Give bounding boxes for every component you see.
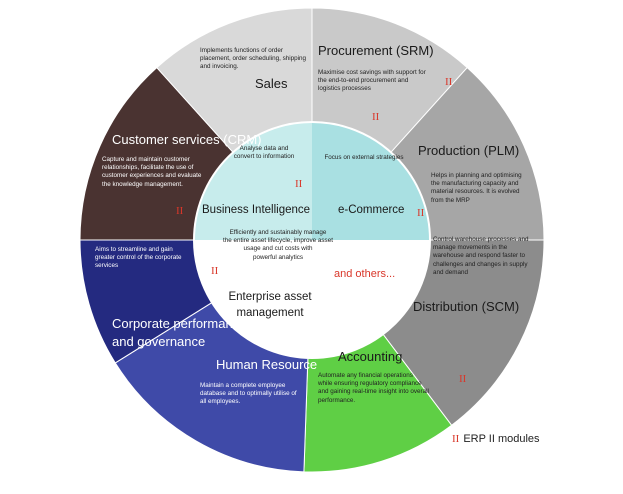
procurement-desc: Maximise cost savings with support for t… xyxy=(318,69,426,94)
corporate-title-line-2: and governance xyxy=(112,333,206,349)
human-resource-desc-line-3: all employees. xyxy=(200,398,241,406)
erp-ii-marker-ecommerce: II xyxy=(417,207,425,219)
customer-desc: Capture and maintain customer relationsh… xyxy=(102,156,201,189)
erp-ii-marker-distribution: II xyxy=(459,373,467,385)
erp-ii-marker-procurement: II xyxy=(445,76,453,88)
accounting-desc-line-4: performance. xyxy=(318,396,356,404)
legend-symbol: II xyxy=(452,433,460,445)
production-desc-line-3: material resources. It is evolved xyxy=(431,188,520,196)
production-desc: Helps in planning and optimising the man… xyxy=(431,172,522,205)
corporate-title-line-1: Corporate performance xyxy=(112,316,247,331)
sales-desc-line-1: Implements functions of order xyxy=(200,47,283,54)
corporate-desc: Aims to streamline and gain greater cont… xyxy=(95,246,181,271)
distribution-desc: Control warehouse processes and manage m… xyxy=(433,236,529,277)
production-desc-line-2: the manufacturing capacity and xyxy=(431,180,519,188)
legend-label: ERP II modules xyxy=(463,433,540,445)
corporate-desc-line-3: services xyxy=(95,262,119,270)
ecommerce-desc-line-1: Focus on external strategies xyxy=(324,154,404,161)
corporate-title: Corporate performance and governance xyxy=(112,316,247,350)
production-title: Production (PLM) xyxy=(418,143,520,158)
corporate-desc-line-1: Aims to streamline and gain xyxy=(95,246,173,253)
accounting-desc-line-2: while ensuring regulatory compliance xyxy=(318,380,422,388)
distribution-desc-line-5: and demand xyxy=(433,268,469,276)
erp-ii-marker-customer: II xyxy=(176,205,184,217)
production-desc-line-1: Helps in planning and optimising xyxy=(431,172,522,179)
eam-title-line-2: management xyxy=(236,307,304,320)
bi-title: Business Intelligence xyxy=(202,204,311,216)
eam-desc-line-1: Efficiently and sustainably manage xyxy=(229,229,327,236)
distribution-desc-line-4: challenges and changes in supply xyxy=(433,260,528,268)
others-label: and others... xyxy=(334,268,396,280)
accounting-desc-line-3: and gaining real-time insight into overa… xyxy=(318,388,429,396)
eam-desc: Efficiently and sustainably manage the e… xyxy=(213,229,343,262)
customer-desc-line-2: relationships, facilitate the use of xyxy=(102,164,194,172)
customer-title: Customer services (CRM) xyxy=(112,132,262,147)
procurement-desc-line-3: logistics processes xyxy=(318,85,371,93)
eam-desc-line-2: the entire asset lifecycle, improve asse… xyxy=(223,237,333,245)
human-resource-desc-line-1: Maintain a complete employee xyxy=(200,382,286,389)
ecommerce-quadrant xyxy=(312,122,430,240)
distribution-title: Distribution (SCM) xyxy=(413,299,520,314)
eam-desc-line-4: powerful analytics xyxy=(252,253,304,261)
production-desc-line-4: from the MRP xyxy=(431,196,470,204)
eam-title-line-1: Enterprise asset xyxy=(228,291,312,303)
sales-title: Sales xyxy=(255,76,288,91)
inner-ring xyxy=(193,121,431,359)
eam-quadrant xyxy=(194,240,312,358)
sales-desc-line-2: placement, order scheduling, shipping xyxy=(200,55,307,63)
bi-desc: Analyse data and convert to information xyxy=(220,145,308,161)
customer-desc-line-1: Capture and maintain customer xyxy=(102,156,190,163)
customer-desc-line-3: customer experiences and evaluate xyxy=(102,172,202,180)
human-resource-desc-line-2: database and to optimally utilise of xyxy=(200,390,297,398)
bi-desc-line-1: Analyse data and xyxy=(239,145,289,152)
procurement-title: Procurement (SRM) xyxy=(318,43,434,58)
customer-desc-line-4: the knowledge management. xyxy=(102,180,183,188)
distribution-desc-line-1: Control warehouse processes and xyxy=(433,236,529,243)
erp-ii-marker-production: II xyxy=(372,111,380,123)
others-quadrant xyxy=(312,240,430,358)
corporate-desc-line-2: greater control of the corporate xyxy=(95,254,182,262)
accounting-title: Accounting xyxy=(338,349,403,364)
bi-desc-line-2: convert to information xyxy=(233,153,295,161)
ecommerce-desc: Focus on external strategies xyxy=(316,154,412,162)
accounting-desc-line-1: Automate any financial operations xyxy=(318,372,413,379)
eam-title: Enterprise asset management xyxy=(220,291,320,320)
erp-ii-marker-eam: II xyxy=(211,265,219,277)
distribution-desc-line-2: manage movements in the xyxy=(433,244,508,252)
human-resource-desc: Maintain a complete employee database an… xyxy=(200,382,297,407)
bi-quadrant xyxy=(194,122,312,240)
sales-desc-line-3: and invoicing. xyxy=(200,63,239,71)
eam-desc-line-3: usage and cut costs with xyxy=(243,245,313,253)
distribution-desc-line-3: warehouse and respond faster to xyxy=(433,252,526,260)
human-resource-title: Human Resource xyxy=(216,357,318,372)
procurement-desc-line-2: the end-to-end procurement and xyxy=(318,77,409,85)
sales-desc: Implements functions of order placement,… xyxy=(200,47,306,72)
ecommerce-title: e-Commerce xyxy=(338,204,405,216)
accounting-desc: Automate any financial operations while … xyxy=(318,372,429,405)
procurement-desc-line-1: Maximise cost savings with support for xyxy=(318,69,426,76)
erp-ii-marker-bi: II xyxy=(295,178,303,190)
